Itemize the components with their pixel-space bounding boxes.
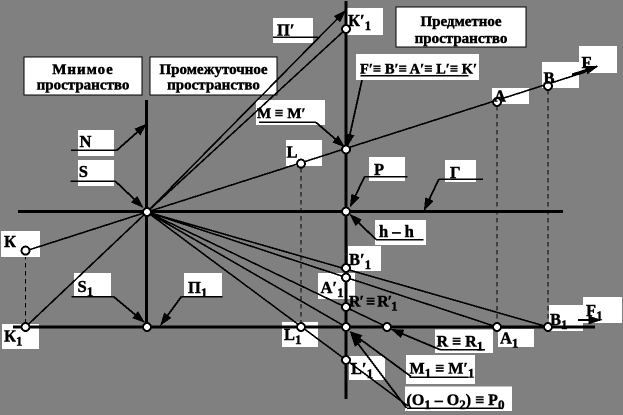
svg-text:Промежуточное: Промежуточное [159, 62, 267, 78]
svg-text:пространство: пространство [37, 78, 130, 94]
svg-text:М1 ≡ М′1: М1 ≡ М′1 [410, 361, 475, 381]
svg-text:h – h: h – h [379, 222, 414, 241]
svg-text:R ≡ R1: R ≡ R1 [437, 334, 484, 354]
svg-text:P: P [374, 160, 384, 179]
svg-text:R′ ≡ R′1: R′ ≡ R′1 [349, 294, 397, 314]
svg-text:(О1 – О2) ≡ Р0: (О1 – О2) ≡ Р0 [407, 392, 505, 412]
svg-text:B: B [544, 69, 555, 88]
svg-text:S: S [79, 162, 88, 181]
svg-text:пространство: пространство [415, 31, 508, 47]
svg-text:М ≡ М′: М ≡ М′ [257, 106, 306, 122]
svg-text:Предметное: Предметное [420, 14, 501, 30]
svg-text:Г: Г [450, 163, 461, 182]
svg-text:П′: П′ [277, 21, 294, 40]
svg-text:L: L [287, 143, 298, 162]
svg-text:пространство: пространство [167, 78, 260, 94]
svg-text:N: N [80, 132, 92, 151]
svg-text:F: F [582, 53, 592, 72]
svg-text:A: A [494, 87, 506, 106]
svg-text:К: К [4, 232, 16, 251]
svg-text:F′≡ B′≡ A′≡ L′≡ K′: F′≡ B′≡ A′≡ L′≡ K′ [360, 62, 477, 78]
svg-text:Мнимое: Мнимое [52, 62, 114, 78]
